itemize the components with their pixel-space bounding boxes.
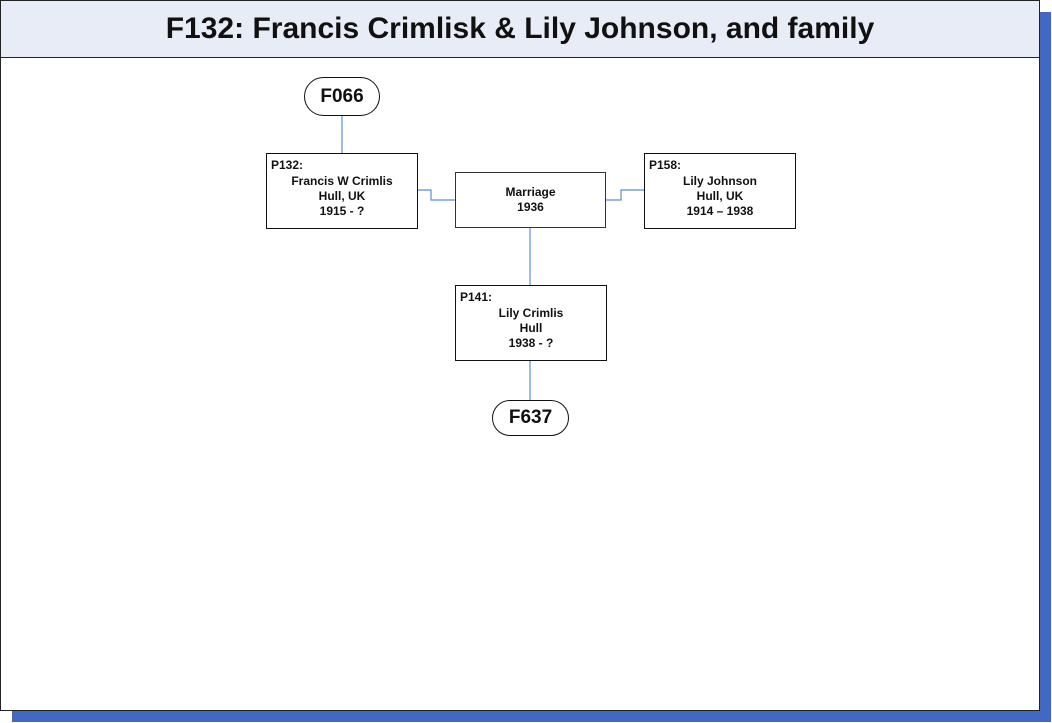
diagram-page: F132: Francis Crimlisk & Lily Johnson, a… [0, 0, 1040, 711]
title-bar: F132: Francis Crimlisk & Lily Johnson, a… [1, 1, 1039, 58]
child-person-box[interactable]: P141: Lily Crimlis Hull 1938 - ? [455, 285, 607, 361]
child-place: Hull [519, 321, 543, 335]
marriage-box[interactable]: Marriage 1936 [455, 172, 606, 228]
husband-place: Hull, UK [318, 189, 366, 203]
husband-person-box[interactable]: P132: Francis W Crimlis Hull, UK 1915 - … [266, 153, 418, 229]
marriage-year: 1936 [517, 200, 544, 214]
wife-marriage-connector [606, 189, 644, 201]
child-dates: 1938 - ? [508, 336, 554, 350]
parent-family-label: F066 [320, 85, 364, 107]
wife-name: Lily Johnson [682, 174, 757, 188]
parent-family-node[interactable]: F066 [304, 77, 380, 116]
husband-dates: 1915 - ? [319, 204, 365, 218]
wife-id: P158: [649, 158, 682, 172]
child-id: P141: [460, 290, 493, 304]
husband-name: Francis W Crimlis [291, 174, 393, 188]
child-family-label: F637 [508, 407, 553, 428]
page-title: F132: Francis Crimlisk & Lily Johnson, a… [165, 12, 875, 45]
husband-marriage-connector [417, 189, 455, 201]
wife-dates: 1914 – 1938 [686, 204, 754, 218]
wife-person-box[interactable]: P158: Lily Johnson Hull, UK 1914 – 1938 [644, 153, 796, 229]
child-family-node[interactable]: F637 [492, 400, 569, 436]
husband-id: P132: [271, 158, 304, 172]
connector-lines [341, 116, 644, 400]
child-name: Lily Crimlis [498, 306, 564, 320]
marriage-label: Marriage [505, 185, 556, 199]
wife-place: Hull, UK [696, 189, 744, 203]
